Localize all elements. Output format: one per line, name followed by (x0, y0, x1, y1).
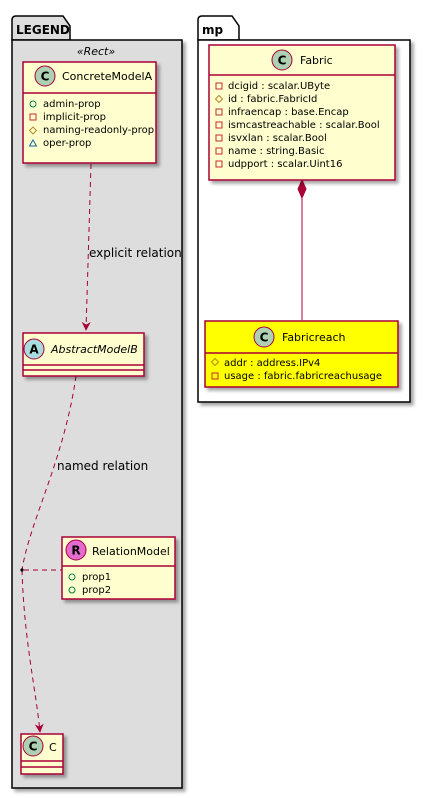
class-member: prop1 (82, 572, 111, 583)
protected-visibility-icon (28, 126, 38, 135)
class-name: ConcreteModelA (62, 70, 153, 83)
explicit-relation-label: explicit relation (89, 246, 182, 260)
private-visibility-icon (215, 147, 223, 155)
class-member: oper-prop (43, 138, 91, 149)
relation-junction-dot (20, 568, 24, 572)
protected-visibility-icon (210, 357, 220, 367)
public-visibility-icon (68, 586, 76, 594)
named-relation-edge-lower (21, 569, 44, 733)
class-c-icon-letter: C (278, 54, 287, 68)
legend-package-title: LEGEND (16, 23, 70, 37)
class-member: isvxlan : scalar.Bool (228, 133, 327, 144)
class-box (204, 320, 399, 388)
public-visibility-icon (29, 100, 37, 108)
class-c-icon (271, 49, 293, 71)
abstract-a-icon (23, 338, 45, 360)
class-c-icon-letter: C (29, 740, 38, 754)
class-c-icon (34, 65, 56, 87)
class-c-icon-letter: C (41, 70, 50, 84)
private-visibility-icon (215, 160, 223, 168)
class-name: RelationModel (92, 545, 170, 558)
legend-stereotype: «Rect» (77, 45, 116, 58)
class-member: id : fabric.FabricId (228, 94, 317, 105)
named-relation-label: named relation (57, 459, 148, 473)
class-member: name : string.Basic (228, 146, 324, 157)
class-name: C (49, 741, 57, 754)
class-relation-model: R RelationModel prop1 prop2 (61, 536, 176, 600)
class-member: dcigid : scalar.UByte (228, 81, 330, 92)
class-fabricreach: C Fabricreach addr : address.IPv4 usage … (204, 320, 399, 388)
class-fabric: C Fabric dcigid : scalar.UByte id : fabr… (208, 44, 396, 181)
class-name: Fabricreach (282, 331, 346, 344)
mp-package-tab (197, 15, 240, 41)
class-c: C C (20, 733, 64, 775)
class-member: ismcastreachable : scalar.Bool (228, 120, 380, 131)
class-box (208, 44, 396, 181)
class-c-icon (253, 326, 275, 348)
class-member: usage : fabric.fabricreachusage (224, 371, 382, 382)
class-concrete-model-a: C ConcreteModelA admin-prop implicit-pro… (22, 61, 157, 164)
composition-diamond (297, 178, 307, 200)
edges: explicit relation named relation (20, 163, 307, 733)
public-visibility-icon (68, 573, 76, 581)
named-relation-edge-upper (21, 375, 77, 571)
private-visibility-icon (215, 134, 223, 142)
class-member: infraencap : base.Encap (228, 107, 349, 118)
class-member: implicit-prop (43, 112, 106, 123)
legend-package: LEGEND «Rect» (11, 15, 183, 789)
class-c-icon-letter: C (260, 331, 269, 345)
private-visibility-icon (29, 113, 37, 121)
class-name: Fabric (300, 54, 333, 67)
legend-package-tab (11, 15, 71, 41)
relation-r-icon-letter: R (71, 544, 80, 558)
class-member: naming-readonly-prop (43, 125, 154, 136)
class-member: addr : address.IPv4 (224, 358, 320, 369)
abstract-a-icon-letter: A (29, 343, 39, 357)
class-abstract-model-b: A AbstractModelB (22, 332, 145, 377)
class-box (22, 332, 145, 377)
class-member: admin-prop (43, 99, 101, 110)
class-c-icon (22, 735, 44, 757)
class-member: prop2 (82, 585, 111, 596)
relation-r-icon (65, 539, 87, 561)
legend-package-body (11, 39, 183, 789)
private-visibility-icon (211, 372, 219, 380)
protected-visibility-icon (214, 94, 224, 104)
package-visibility-icon (28, 139, 38, 147)
explicit-relation-edge (81, 163, 92, 331)
private-visibility-icon (215, 82, 223, 90)
class-name: AbstractModelB (50, 343, 138, 356)
class-member: udpport : scalar.Uint16 (228, 159, 342, 170)
private-visibility-icon (215, 121, 223, 129)
mp-package-title: mp (202, 23, 224, 37)
private-visibility-icon (215, 108, 223, 116)
